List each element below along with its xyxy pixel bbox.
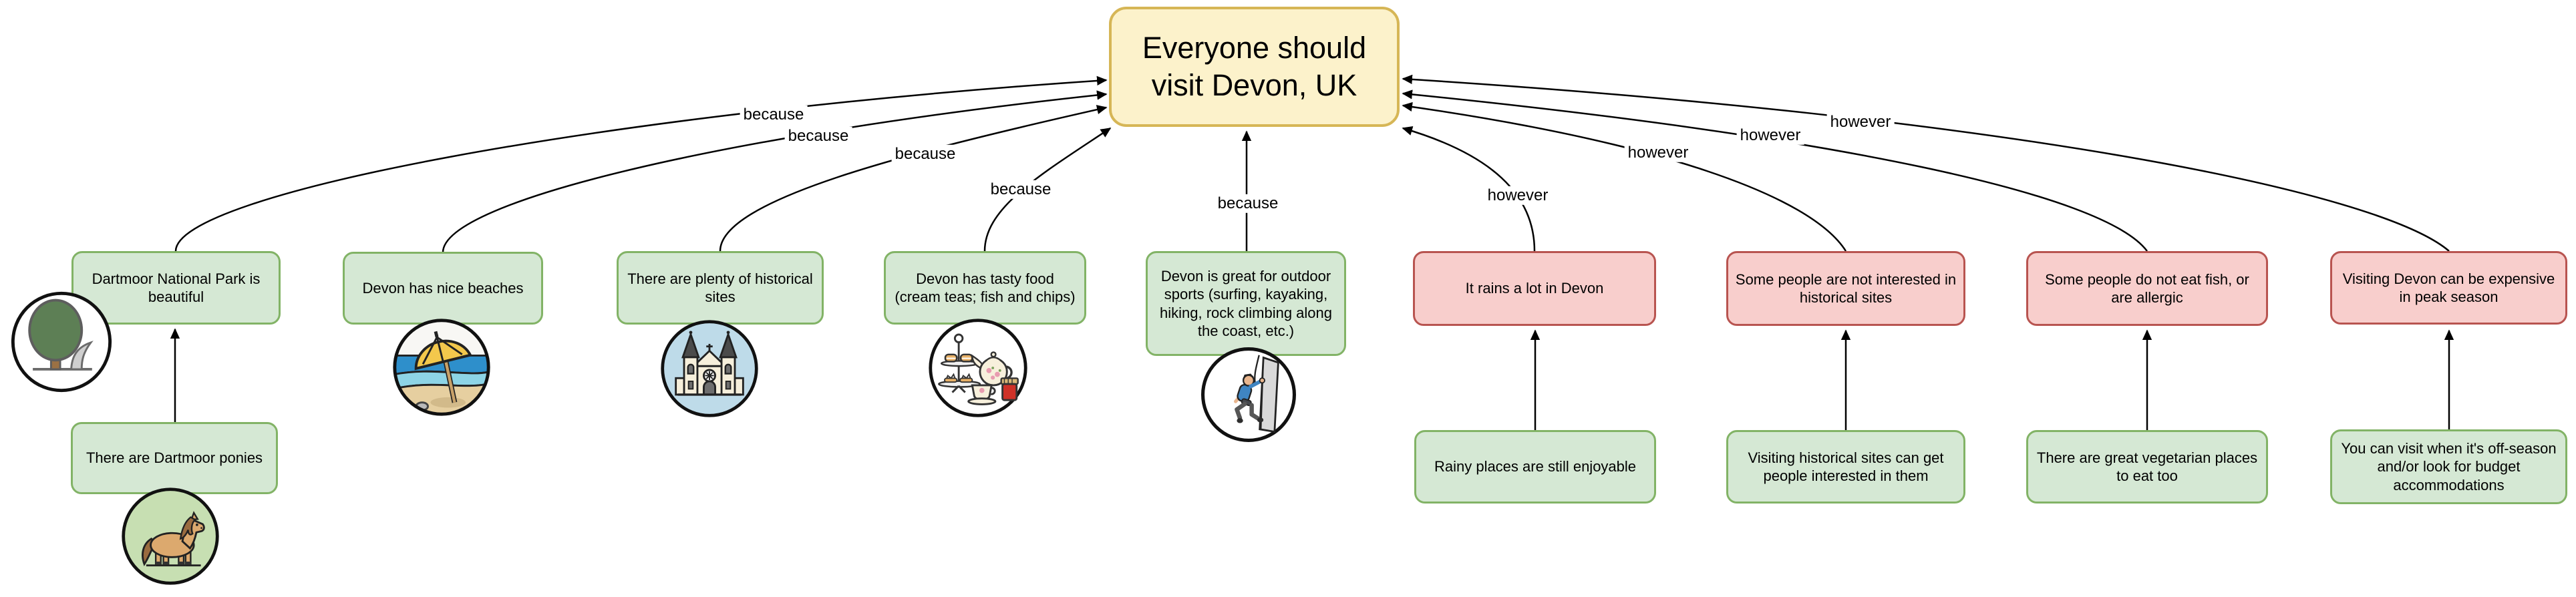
edge-however-rain	[1402, 126, 1536, 252]
subpoint-node-get-interested[interactable]: Visiting historical sites can get people…	[1726, 430, 1965, 504]
edge-label-because-4: because	[987, 180, 1055, 200]
objection-node-expensive[interactable]: Visiting Devon can be expensive in peak …	[2330, 251, 2567, 325]
objection-node-fish[interactable]: Some people do not eat fish, or are alle…	[2026, 251, 2268, 326]
pony-icon[interactable]	[120, 485, 221, 587]
objection-node-not-interested[interactable]: Some people are not interested in histor…	[1726, 251, 1965, 326]
subpoint-label: There are great vegetarian places to eat…	[2036, 449, 2258, 484]
support-label: Devon has nice beaches	[362, 279, 524, 296]
central-claim-label: Everyone should visit Devon, UK	[1142, 31, 1367, 102]
edge-because-beaches	[442, 90, 1108, 253]
cathedral-icon[interactable]	[659, 318, 760, 419]
edge-label-because-1: because	[740, 105, 808, 125]
edge-label-however-1: however	[1484, 186, 1552, 206]
subpoint-node-offseason[interactable]: You can visit when it's off-season and/o…	[2330, 429, 2567, 504]
subpoint-node-vegetarian[interactable]: There are great vegetarian places to eat…	[2026, 430, 2268, 504]
support-node-beaches[interactable]: Devon has nice beaches	[343, 252, 543, 325]
edge-however-expensive	[1402, 74, 2450, 252]
edge-however-not-interested	[1402, 102, 1847, 252]
edge-label-because-5: because	[1214, 194, 1282, 214]
support-node-dartmoor[interactable]: Dartmoor National Park is beautiful	[71, 251, 281, 325]
edge-label-however-4: however	[1826, 112, 1895, 132]
subpoint-label: You can visit when it's off-season and/o…	[2341, 440, 2557, 493]
support-node-outdoor-sports[interactable]: Devon is great for outdoor sports (surfi…	[1146, 251, 1346, 356]
edge-label-however-2: however	[1624, 143, 1692, 163]
objection-label: Visiting Devon can be expensive in peak …	[2342, 270, 2555, 305]
tree-icon[interactable]	[9, 290, 114, 394]
afternoon-tea-icon[interactable]	[927, 317, 1029, 419]
edge-label-however-3: however	[1736, 126, 1804, 146]
objection-label: Some people are not interested in histor…	[1735, 270, 1957, 306]
edge-because-historical	[719, 105, 1108, 252]
support-label: Dartmoor National Park is beautiful	[92, 270, 261, 305]
rock-climber-icon[interactable]	[1199, 345, 1298, 444]
central-claim-node[interactable]: Everyone should visit Devon, UK	[1109, 7, 1400, 127]
support-label: Devon is great for outdoor sports (surfi…	[1159, 267, 1333, 339]
support-node-historical[interactable]: There are plenty of historical sites	[617, 251, 824, 325]
objection-label: Some people do not eat fish, or are alle…	[2045, 270, 2249, 306]
edge-because-dartmoor	[174, 75, 1108, 252]
beach-umbrella-icon[interactable]	[389, 315, 494, 419]
subpoint-node-rainy-enjoyable[interactable]: Rainy places are still enjoyable	[1414, 430, 1656, 504]
subpoint-label: There are Dartmoor ponies	[86, 449, 263, 467]
support-label: Devon has tasty food (cream teas; fish a…	[895, 270, 1076, 305]
edge-label-because-3: because	[891, 144, 959, 164]
support-label: There are plenty of historical sites	[627, 270, 813, 305]
subpoint-label: Rainy places are still enjoyable	[1434, 458, 1637, 475]
objection-node-rain[interactable]: It rains a lot in Devon	[1413, 251, 1656, 326]
subpoint-node-ponies[interactable]: There are Dartmoor ponies	[71, 422, 278, 494]
objection-label: It rains a lot in Devon	[1465, 280, 1604, 297]
edge-however-fish	[1402, 89, 2148, 252]
subpoint-label: Visiting historical sites can get people…	[1748, 449, 1944, 484]
edge-label-because-2: because	[784, 126, 852, 146]
support-node-food[interactable]: Devon has tasty food (cream teas; fish a…	[884, 251, 1086, 325]
